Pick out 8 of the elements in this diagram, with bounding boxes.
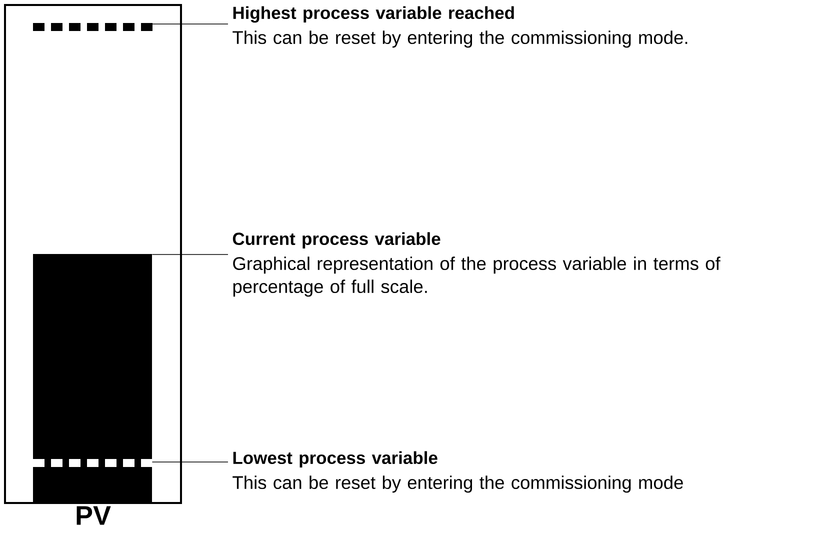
level-bar xyxy=(33,254,152,503)
annotation-text: Current process variable Graphical representation of the process variable in terms of percentage of full scale. xyxy=(232,232,720,297)
node-label: PV xyxy=(76,506,111,525)
annotation-text: Lowest process variable This can be reset by entering the commissioning mode xyxy=(232,451,683,493)
peak-marker xyxy=(33,23,152,31)
gauge-frame: PV xyxy=(4,4,182,525)
minimum-marker xyxy=(33,459,152,467)
annotation-text: Highest process variable reached This can be reset by entering the commissioning mode. xyxy=(232,6,688,48)
